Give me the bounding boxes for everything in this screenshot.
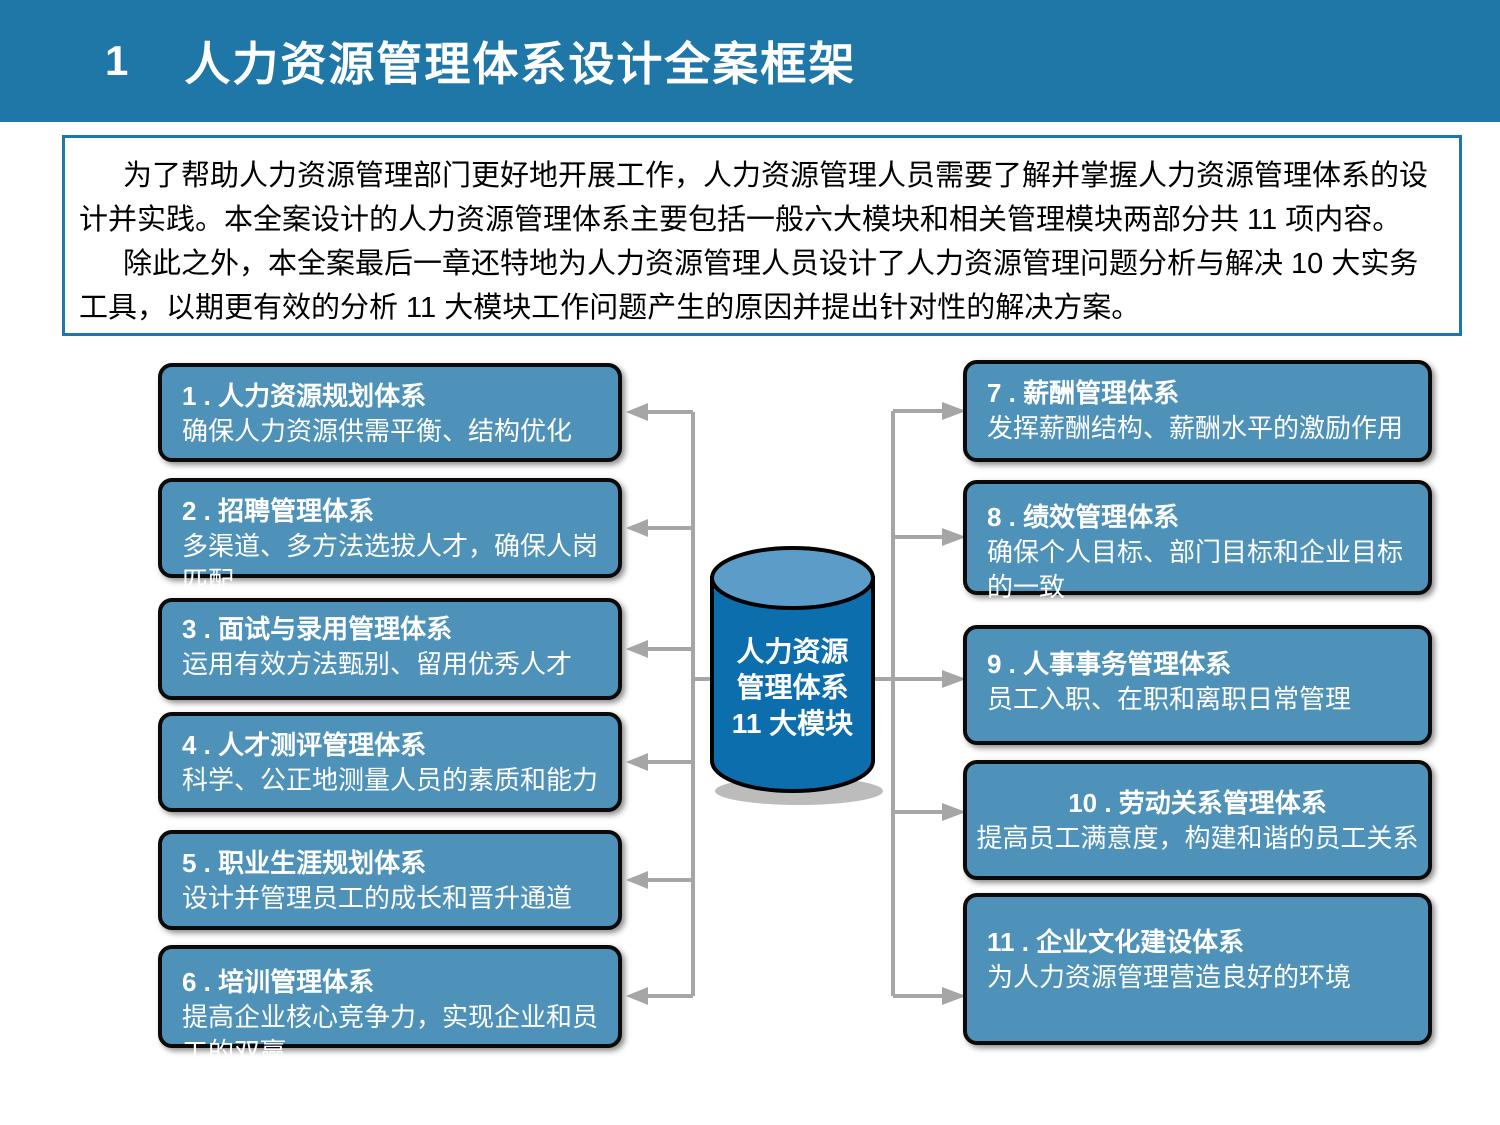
- right-arrow-7: [942, 402, 966, 420]
- module-box-9-title: 9 . 人事事务管理体系: [987, 649, 1232, 679]
- module-box-2-title: 2 . 招聘管理体系: [182, 496, 375, 526]
- module-box-2-desc: 多渠道、多方法选拔人才，确保人岗匹配: [182, 531, 599, 596]
- module-box-9-desc: 员工入职、在职和离职日常管理: [987, 684, 1352, 714]
- module-box-1-title: 1 . 人力资源规划体系: [182, 381, 427, 411]
- header-bar: 1 人力资源管理体系设计全案框架: [0, 0, 1500, 122]
- left-arrow-2: [626, 519, 648, 537]
- module-box-11-desc: 为人力资源管理营造良好的环境: [987, 962, 1352, 992]
- module-box-3-desc: 运用有效方法甄别、留用优秀人才: [182, 649, 573, 679]
- module-box-9: 9 . 人事事务管理体系 员工入职、在职和离职日常管理: [963, 625, 1432, 745]
- module-box-10-desc: 提高员工满意度，构建和谐的员工关系: [976, 823, 1419, 853]
- cylinder-label-line3: 11 大模块: [731, 708, 854, 739]
- module-box-1: 1 . 人力资源规划体系 确保人力资源供需平衡、结构优化: [158, 363, 622, 462]
- module-box-6-desc: 提高企业核心竞争力，实现企业和员工的双赢: [182, 1002, 599, 1067]
- module-box-8-title: 8 . 绩效管理体系: [987, 502, 1180, 532]
- module-box-3-title: 3 . 面试与录用管理体系: [182, 614, 453, 644]
- cylinder-label-line1: 人力资源: [736, 636, 849, 667]
- module-box-7: 7 . 薪酬管理体系 发挥薪酬结构、薪酬水平的激励作用: [963, 360, 1432, 462]
- module-box-11-title: 11 . 企业文化建设体系: [987, 927, 1245, 957]
- intro-box: 为了帮助人力资源管理部门更好地开展工作，人力资源管理人员需要了解并掌握人力资源管…: [62, 135, 1462, 336]
- module-box-5: 5 . 职业生涯规划体系 设计并管理员工的成长和晋升通道: [158, 830, 622, 930]
- module-box-8: 8 . 绩效管理体系 确保个人目标、部门目标和企业目标的一致: [963, 480, 1432, 602]
- left-arrow-3: [626, 640, 648, 658]
- left-arrow-5: [626, 871, 648, 889]
- module-box-4-title: 4 . 人才测评管理体系: [182, 730, 427, 760]
- right-arrow-11: [942, 987, 966, 1005]
- right-arrow-8: [942, 528, 966, 546]
- module-box-7-desc: 发挥薪酬结构、薪酬水平的激励作用: [987, 413, 1404, 443]
- cylinder-body: [710, 576, 875, 793]
- module-box-4: 4 . 人才测评管理体系 科学、公正地测量人员的素质和能力: [158, 712, 622, 812]
- left-arrow-4: [626, 753, 648, 771]
- right-arrow-10: [942, 803, 966, 821]
- slide-number: 1: [105, 37, 129, 84]
- module-box-3: 3 . 面试与录用管理体系 运用有效方法甄别、留用优秀人才: [158, 598, 622, 700]
- module-box-6: 6 . 培训管理体系 提高企业核心竞争力，实现企业和员工的双赢: [158, 945, 622, 1067]
- right-arrow-9: [942, 670, 966, 688]
- module-box-2: 2 . 招聘管理体系 多渠道、多方法选拔人才，确保人岗匹配: [158, 478, 622, 596]
- module-box-11: 11 . 企业文化建设体系 为人力资源管理营造良好的环境: [963, 893, 1432, 1045]
- module-box-4-desc: 科学、公正地测量人员的素质和能力: [182, 765, 599, 795]
- page-title: 人力资源管理体系设计全案框架: [184, 38, 857, 90]
- intro-paragraph-2: 除此之外，本全案最后一章还特地为人力资源管理人员设计了人力资源管理问题分析与解决…: [79, 248, 1419, 324]
- module-box-10-title: 10 . 劳动关系管理体系: [1068, 788, 1327, 818]
- cylinder-label: 人力资源 管理体系 11 大模块: [712, 634, 873, 742]
- module-box-6-title: 6 . 培训管理体系: [182, 967, 375, 997]
- left-arrow-1: [626, 403, 648, 421]
- intro-paragraph-1: 为了帮助人力资源管理部门更好地开展工作，人力资源管理人员需要了解并掌握人力资源管…: [79, 160, 1429, 236]
- cylinder-label-line2: 管理体系: [736, 672, 849, 703]
- module-box-8-desc: 确保个人目标、部门目标和企业目标的一致: [987, 537, 1404, 602]
- module-box-7-title: 7 . 薪酬管理体系: [987, 378, 1180, 408]
- module-box-5-desc: 设计并管理员工的成长和晋升通道: [182, 883, 573, 913]
- left-arrow-6: [626, 987, 648, 1005]
- module-box-1-desc: 确保人力资源供需平衡、结构优化: [182, 416, 573, 446]
- module-box-5-title: 5 . 职业生涯规划体系: [182, 848, 427, 878]
- cylinder-top: [710, 546, 875, 610]
- module-box-10: 10 . 劳动关系管理体系 提高员工满意度，构建和谐的员工关系: [963, 760, 1432, 880]
